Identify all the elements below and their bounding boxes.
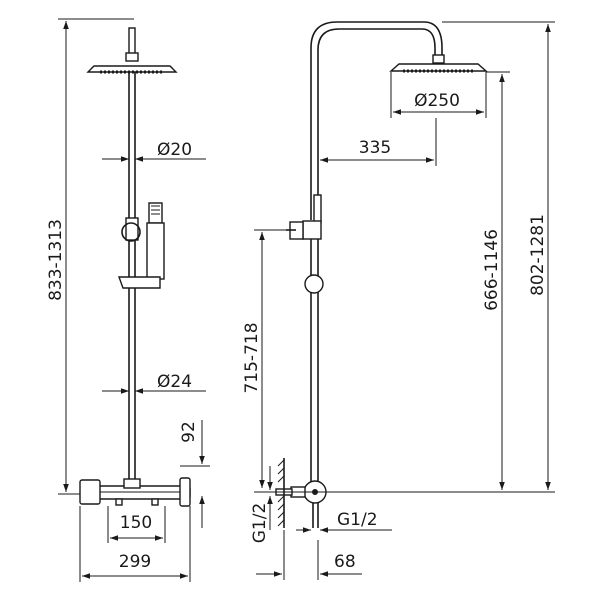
- front-lower-clamp: [118, 276, 161, 289]
- front-arm: [128, 27, 136, 57]
- label-connection-g12-vertical: G1/2: [250, 503, 270, 544]
- label-pipe-diameter-24: Ø24: [157, 372, 192, 392]
- front-mixer-knob-right: [179, 477, 191, 507]
- front-holder-knob: [121, 222, 141, 242]
- label-arm-height: 802-1281: [528, 214, 548, 296]
- label-connection-g12-horizontal: G1/2: [337, 510, 378, 530]
- front-mixer-knob-left: [79, 479, 101, 505]
- label-pipe-diameter-20: Ø20: [157, 140, 192, 160]
- front-arm-joint: [125, 52, 139, 62]
- side-arm-joint: [432, 54, 445, 64]
- front-dimensions: 833-1313 Ø20 Ø24 92 150 299: [46, 18, 210, 582]
- side-dimensions: Ø250 335 715-718 666-1146 802-1281 G1/2 …: [242, 21, 555, 580]
- side-riser-collar: [313, 194, 322, 224]
- label-total-height: 833-1313: [46, 219, 66, 301]
- label-head-height: 666-1146: [482, 229, 502, 311]
- label-arm-projection-335: 335: [359, 138, 391, 158]
- front-view: [79, 27, 191, 507]
- wall-hatch: [277, 459, 285, 527]
- label-mixer-width-150: 150: [120, 513, 152, 533]
- label-head-diameter-250: Ø250: [414, 91, 460, 111]
- front-mixer-outlet: [123, 478, 141, 489]
- label-overall-width-299: 299: [119, 552, 151, 572]
- label-wall-distance-68: 68: [334, 552, 356, 572]
- front-holder-bracket: [125, 217, 139, 241]
- side-shower-head: [389, 63, 488, 72]
- side-arm-outer: [310, 21, 443, 220]
- label-mixer-height-92: 92: [179, 421, 199, 443]
- front-hand-shower-handle: [146, 222, 165, 280]
- side-arm-inner: [317, 28, 436, 220]
- side-holder: [302, 220, 322, 240]
- label-holder-height: 715-718: [242, 322, 262, 393]
- side-lower-clamp: [304, 274, 324, 294]
